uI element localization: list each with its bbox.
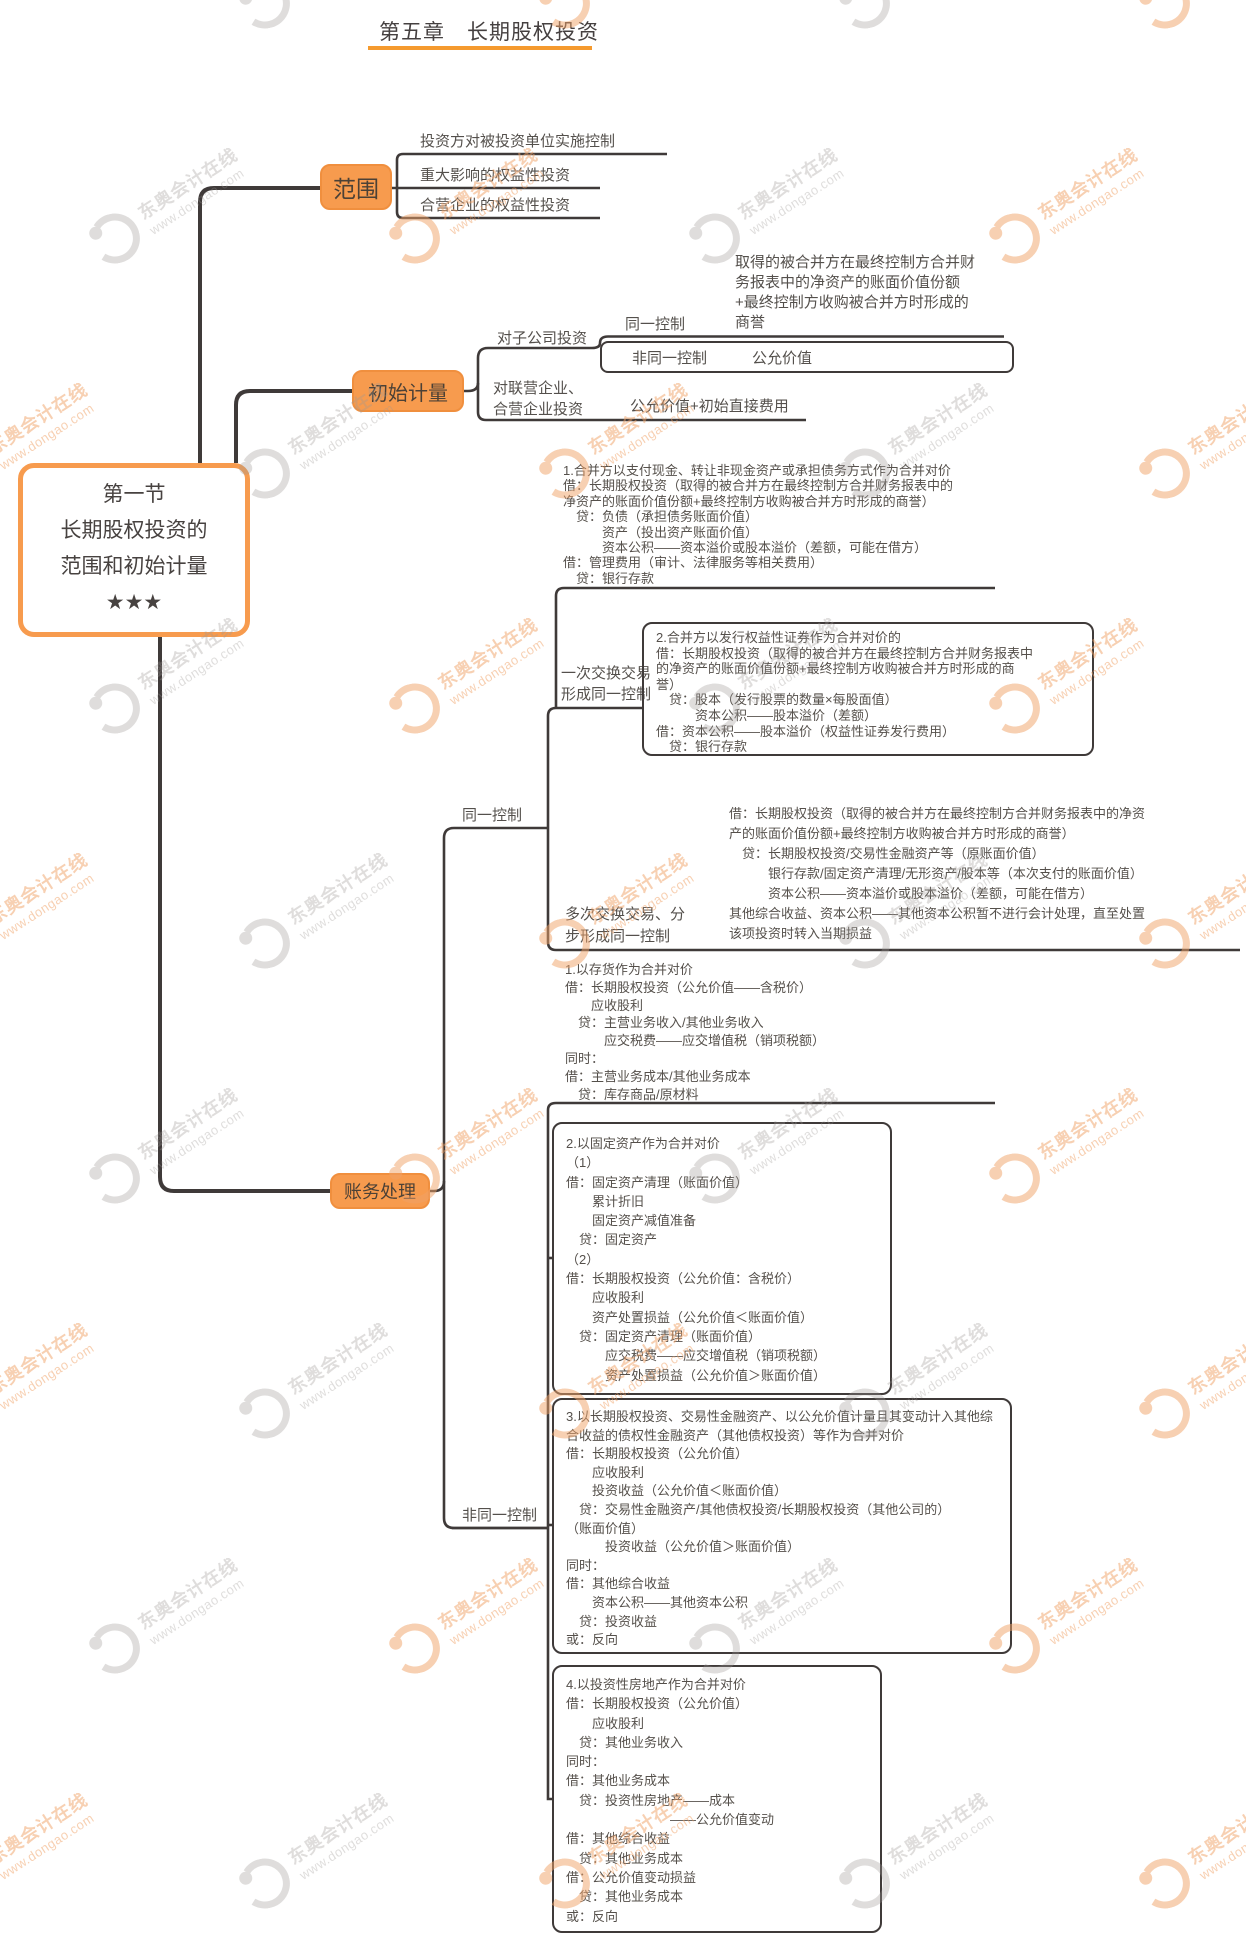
ns-block-3-financial-assets: 3.以长期股权投资、交易性金融资产、以公允价值计量且其变动计入其他综 合收益的债… <box>566 1409 993 1648</box>
non-same-control-value: 公允价值 <box>752 350 813 367</box>
scope-item-3: 合营企业的权益性投资 <box>420 197 571 214</box>
ns-block-2-box: 2.以固定资产作为合并对价 （1） 借：固定资产清理（账面价值） 累计折旧 固定… <box>552 1122 892 1395</box>
single-exchange-label: 一次交换交易 形成同一控制 <box>561 665 652 703</box>
scope-item-2: 重大影响的权益性投资 <box>420 167 571 184</box>
single-exchange-block-1: 1.合并方以支付现金、转让非现金资产或承担债务方式作为合并对价 借：长期股权投资… <box>563 463 954 586</box>
ns-block-3-box: 3.以长期股权投资、交易性金融资产、以公允价值计量且其变动计入其他综 合收益的债… <box>552 1398 1012 1654</box>
page-title: 第五章 长期股权投资 <box>379 21 599 44</box>
root-node: 第一节 长期股权投资的 范围和初始计量 ★★★ <box>18 463 250 637</box>
branch-initial-measurement-box: 初始计量 <box>352 370 464 412</box>
same-control-value: 取得的被合并方在最终控制方合并财 务报表中的净资产的账面价值份额 +最终控制方收… <box>735 254 976 331</box>
single-exchange-block-2: 2.合并方以发行权益性证券作为合并对价的 借：长期股权投资（取得的被合并方在最终… <box>656 630 1034 755</box>
ns-block-4-box: 4.以投资性房地产作为合并对价 借：长期股权投资（公允价值） 应收股利 贷：其他… <box>552 1665 882 1933</box>
ns-block-4-investment-property: 4.以投资性房地产作为合并对价 借：长期股权投资（公允价值） 应收股利 贷：其他… <box>566 1677 775 1924</box>
acct-non-same-control-label: 非同一控制 <box>462 1507 538 1524</box>
ns-block-1-inventory: 1.以存货作为合并对价 借：长期股权投资（公允价值——含税价） 应收股利 贷：主… <box>565 962 826 1102</box>
single-exchange-block-2-box: 2.合并方以发行权益性证券作为合并对价的 借：长期股权投资（取得的被合并方在最终… <box>642 622 1094 756</box>
non-same-control-box: 非同一控制 公允价值 <box>600 341 1014 373</box>
branch-scope-box: 范围 <box>320 164 392 210</box>
branch-accounting-box: 账务处理 <box>330 1173 430 1209</box>
same-control-label: 同一控制 <box>625 316 686 333</box>
subsidiary-investment-label: 对子公司投资 <box>497 330 588 347</box>
associates-investment-label: 对联营企业、 合营企业投资 <box>493 380 584 418</box>
multi-exchange-label: 多次交换交易、分 步形成同一控制 <box>565 906 686 945</box>
acct-same-control-label: 同一控制 <box>462 807 523 824</box>
non-same-control-label: 非同一控制 <box>632 350 708 367</box>
scope-item-1: 投资方对被投资单位实施控制 <box>420 133 616 150</box>
associates-investment-value: 公允价值+初始直接费用 <box>630 398 789 415</box>
ns-block-2-fixed-assets: 2.以固定资产作为合并对价 （1） 借：固定资产清理（账面价值） 累计折旧 固定… <box>566 1136 827 1383</box>
multi-exchange-block: 借：长期股权投资（取得的被合并方在最终控制方合并财务报表中的净资 产的账面价值份… <box>729 806 1146 941</box>
